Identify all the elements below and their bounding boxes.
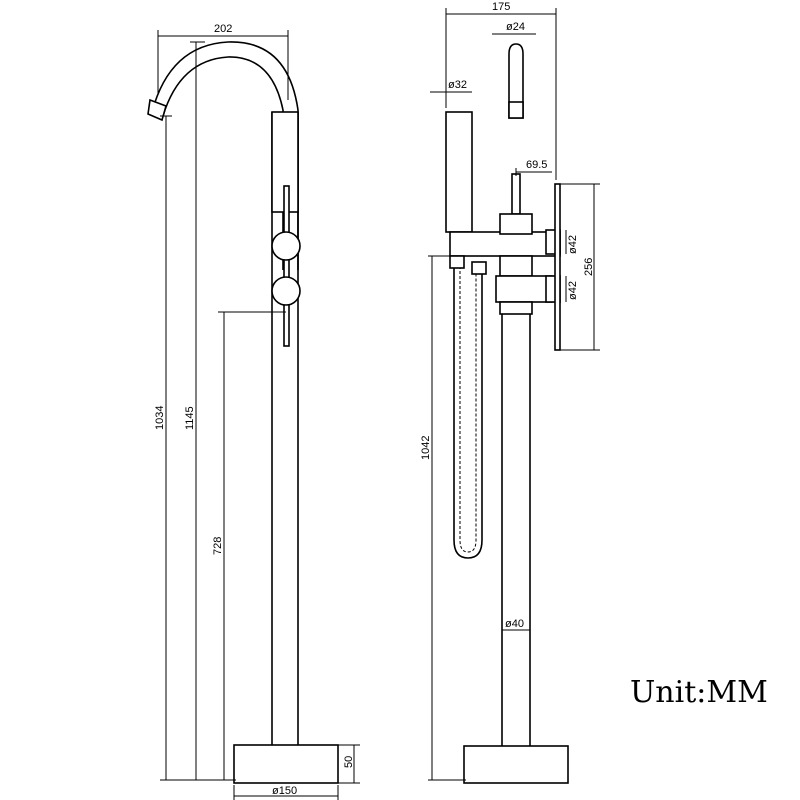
hose-outer [453,256,483,559]
dim-hose-height: 1042 [420,436,432,460]
dim-handle-bottom-diameter: ø42 [567,281,579,300]
lever-rod [554,183,561,351]
hose-connector-left [449,255,465,269]
side-view: 202 1034 1145 728 50 ø150 [147,23,360,800]
lower-collar [499,301,533,315]
front-view: 175 ø24 ø32 69.5 ø42 ø42 256 1042 ø40 [420,1,600,784]
dim-spout-reach: 202 [214,23,232,35]
dim-offset: 69.5 [526,159,547,171]
lever-handle [283,185,290,347]
lower-knob [271,276,301,306]
dim-handshower-diameter: ø32 [448,79,467,91]
upper-knob [271,231,301,261]
dim-spout-diameter: ø24 [506,21,525,33]
dim-overall-width: 175 [492,1,510,13]
spout-gooseneck-inner [162,56,284,270]
dim-handle-height: 728 [212,537,224,555]
dim-handle-span: 256 [583,258,595,276]
dim-spout-height: 1034 [154,406,166,430]
upper-body-block [449,231,561,257]
dim-handle-top-diameter: ø42 [567,235,579,254]
hose-connector-right [471,261,487,275]
spout-outlet [508,101,524,119]
base-plate [463,745,569,784]
spout-neck [511,173,521,215]
lower-body-block [495,275,553,303]
handshower [445,111,473,233]
middle-collar [499,255,533,277]
unit-label: Unit:MM [630,675,768,710]
base-plate [233,744,339,784]
upper-collar [499,213,533,235]
spout-gooseneck [151,41,299,270]
spout-pipe [508,43,524,119]
dim-base-diameter: ø150 [272,785,297,797]
dim-column-diameter: ø40 [505,618,524,630]
dim-total-height: 1145 [184,406,196,430]
dim-base-height: 50 [343,756,355,768]
spout-tip [147,98,167,122]
hose-inner [459,256,477,553]
